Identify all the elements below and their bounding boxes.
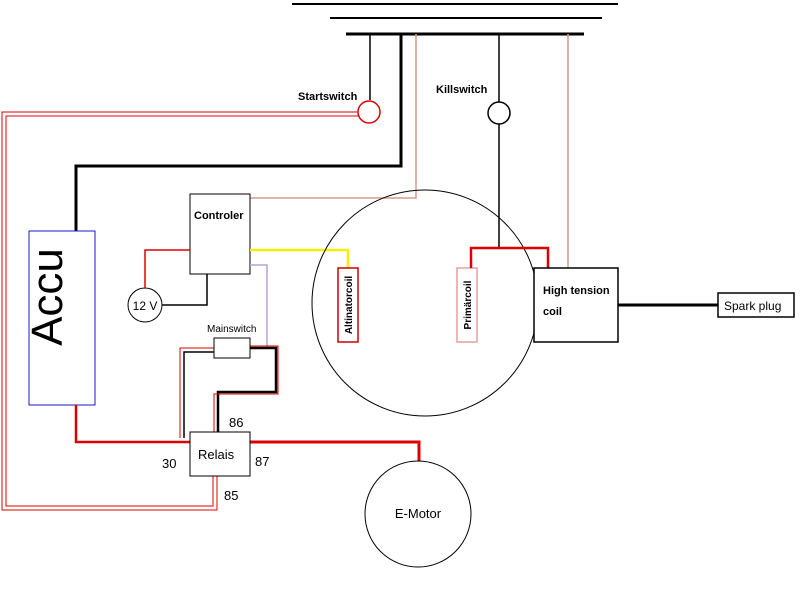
- controler-label: Controler: [194, 210, 244, 222]
- primarcoil-label: Primärcoil: [463, 280, 474, 329]
- relais-terminal-87: 87: [255, 454, 269, 469]
- mainswitch-label: Mainswitch: [207, 324, 256, 335]
- relais-terminal-86: 86: [229, 415, 243, 430]
- wire-red-accu-relais: [74, 405, 190, 444]
- wire-red-mainswitch-left: [179, 347, 214, 438]
- relais-terminal-30: 30: [162, 456, 176, 471]
- killswitch-label: Killswitch: [436, 84, 488, 96]
- altinatorcoil-label: Altinatorcoil: [344, 276, 355, 335]
- wire-pink-controler: [250, 34, 417, 199]
- high-tension-coil-label-1: High tension: [543, 285, 610, 297]
- accu-box: [28, 230, 96, 406]
- relais-terminal-85: 85: [224, 488, 238, 503]
- high-tension-coil-label-2: coil: [543, 306, 562, 318]
- startswitch-symbol: [357, 100, 381, 124]
- relais-label: Relais: [198, 447, 235, 462]
- startswitch-label: Startswitch: [298, 91, 358, 103]
- wire-red-mainswitch-86: [213, 345, 279, 432]
- mainswitch-box: [213, 337, 251, 359]
- wire-black-mainswitch-86: [216, 346, 278, 432]
- wire-yellow-controler-altinator: [250, 248, 350, 268]
- primarcoil-box: [456, 267, 478, 343]
- controler-box: [189, 193, 251, 275]
- battery-12v-label: 12 V: [133, 299, 158, 313]
- wire-black-mainswitch-left: [183, 351, 214, 438]
- wire-black-12v-controler: [162, 274, 208, 306]
- altinatorcoil-box: [337, 267, 359, 343]
- accu-label: Accu: [23, 248, 72, 346]
- wire-red-primar-ht: [469, 246, 550, 268]
- spark-plug-label: Spark plug: [724, 299, 781, 313]
- wire-red-12v-controler: [144, 249, 190, 288]
- e-motor-circle: [364, 460, 472, 568]
- wire-red-startswitch-relais: [1, 111, 358, 511]
- e-motor-label: E-Motor: [395, 506, 442, 521]
- wire-red-relais-motor: [250, 440, 421, 462]
- high-tension-coil-box: [533, 267, 619, 343]
- killswitch-symbol: [487, 101, 511, 125]
- top-bus-bars: [292, 3, 618, 36]
- spark-plug-box: [717, 292, 795, 318]
- wire-black-accu-main: [74, 34, 403, 232]
- relais-box: [189, 431, 251, 477]
- wire-lilac-controler-mainswitch: [250, 264, 268, 348]
